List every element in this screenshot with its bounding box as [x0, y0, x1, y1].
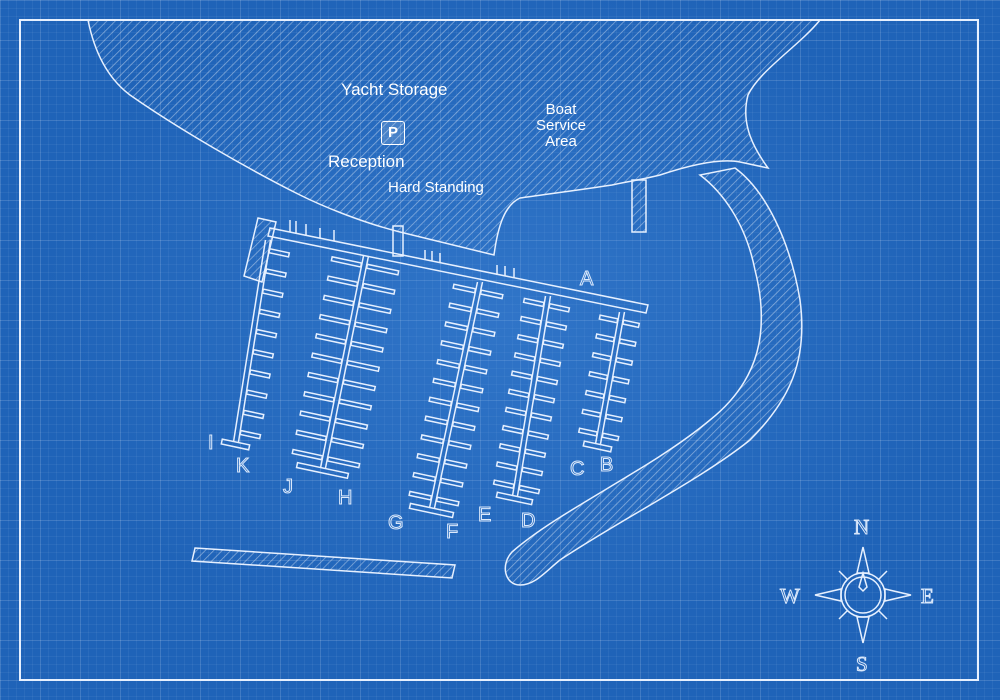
pontoon-d-e: [492, 295, 571, 506]
compass-south: S: [856, 652, 869, 677]
boat-service-line-2: Service: [535, 117, 587, 134]
pontoon-label-h: H: [337, 487, 353, 510]
boat-service-line-1: Boat: [545, 101, 577, 118]
pontoons-layer: [220, 239, 641, 519]
access-gangway: [392, 225, 404, 257]
compass-east: E: [921, 584, 935, 609]
land-area: [87, 19, 822, 256]
pontoon-a: [267, 220, 649, 314]
boat-service-line-3: Area: [545, 133, 577, 150]
pontoon-f-g: [408, 281, 504, 519]
boat-service-area-label: Boat Service Area: [528, 102, 594, 150]
pontoon-label-d: D: [520, 510, 536, 533]
pontoon-label-g: G: [388, 512, 405, 535]
pontoon-label-i: I: [208, 432, 214, 455]
compass-north: N: [853, 515, 870, 540]
compass-rose: [814, 546, 912, 644]
pontoon-label-f: F: [445, 521, 459, 544]
south-breakwater: [191, 547, 456, 579]
yacht-storage-label: Yacht Storage: [341, 80, 448, 99]
reception-label: Reception: [328, 152, 405, 171]
pontoon-label-j: J: [283, 476, 294, 499]
pontoon-label-a: A: [579, 268, 594, 291]
pontoon-h-j: [291, 255, 400, 480]
pontoon-label-c: C: [569, 458, 585, 481]
pontoon-label-e: E: [477, 504, 492, 527]
pontoon-label-k: K: [235, 455, 250, 478]
pontoon-label-b: B: [599, 454, 614, 477]
hard-standing-label: Hard Standing: [388, 179, 484, 196]
service-jetty: [631, 179, 647, 233]
breakwater: [504, 167, 803, 586]
parking-icon: P: [381, 121, 405, 145]
pontoon-b-c: [577, 311, 641, 453]
compass-west: W: [780, 584, 801, 609]
pontoon-k: [220, 239, 291, 451]
